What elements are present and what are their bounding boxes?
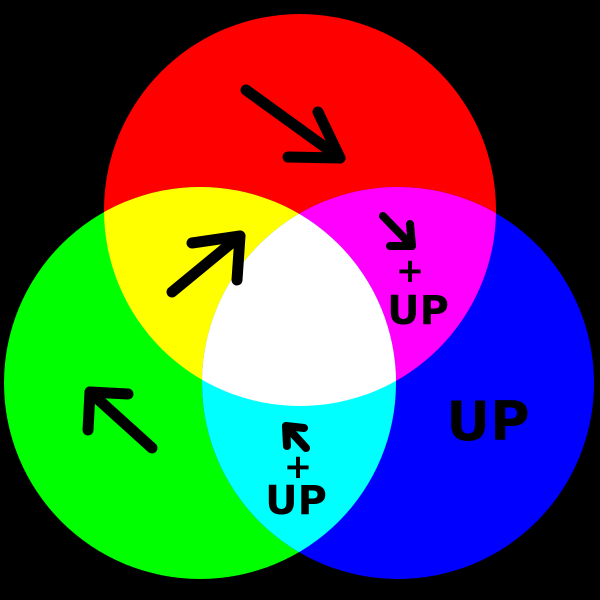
cyan-plus: +	[284, 447, 313, 487]
blue-up-label: UP	[446, 390, 529, 453]
magenta-label-group: + UP	[379, 212, 449, 334]
arrow-down-right-icon	[240, 84, 346, 164]
white-overlap	[202, 187, 396, 406]
arrow-down-right-icon	[379, 212, 416, 250]
arrow-up-right-icon	[166, 230, 246, 298]
cyan-label-group: + UP	[265, 422, 327, 524]
arrow-up-left-icon	[282, 422, 310, 452]
arrow-up-left-icon	[82, 386, 158, 454]
magenta-plus: +	[396, 251, 425, 291]
cyan-up-label: UP	[265, 478, 327, 524]
magenta-up-label: UP	[387, 288, 449, 334]
